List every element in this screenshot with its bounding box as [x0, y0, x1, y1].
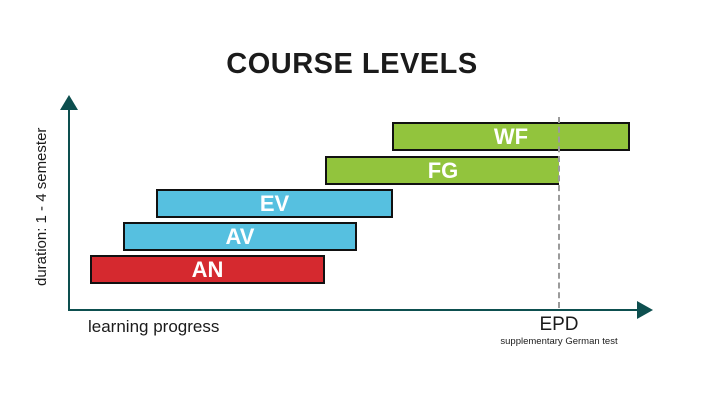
bar-an: AN [90, 255, 325, 284]
y-axis-line [68, 108, 70, 311]
epd-marker-labels: EPD supplementary German test [459, 314, 659, 348]
bar-an-label: AN [191, 256, 224, 282]
bar-fg-label: FG [427, 157, 459, 183]
bar-ev: EV [156, 189, 393, 218]
bar-wf-label: WF [493, 123, 529, 149]
epd-sublabel: supplementary German test [500, 336, 618, 347]
y-axis-label: duration: 1 - 4 semester [33, 127, 50, 287]
bar-av: AV [123, 222, 357, 251]
y-axis-arrow-icon [60, 95, 78, 110]
epd-label: EPD [539, 314, 579, 335]
bar-ev-label: EV [259, 190, 290, 216]
epd-dashed-line [558, 117, 560, 308]
bar-av-label: AV [225, 223, 255, 249]
x-axis-label: learning progress [88, 317, 220, 336]
x-axis-arrow-icon [637, 301, 653, 319]
chart-title: COURSE LEVELS [226, 48, 478, 80]
x-axis-line [68, 309, 638, 311]
bar-fg: FG [325, 156, 559, 185]
bar-wf: WF [392, 122, 630, 151]
